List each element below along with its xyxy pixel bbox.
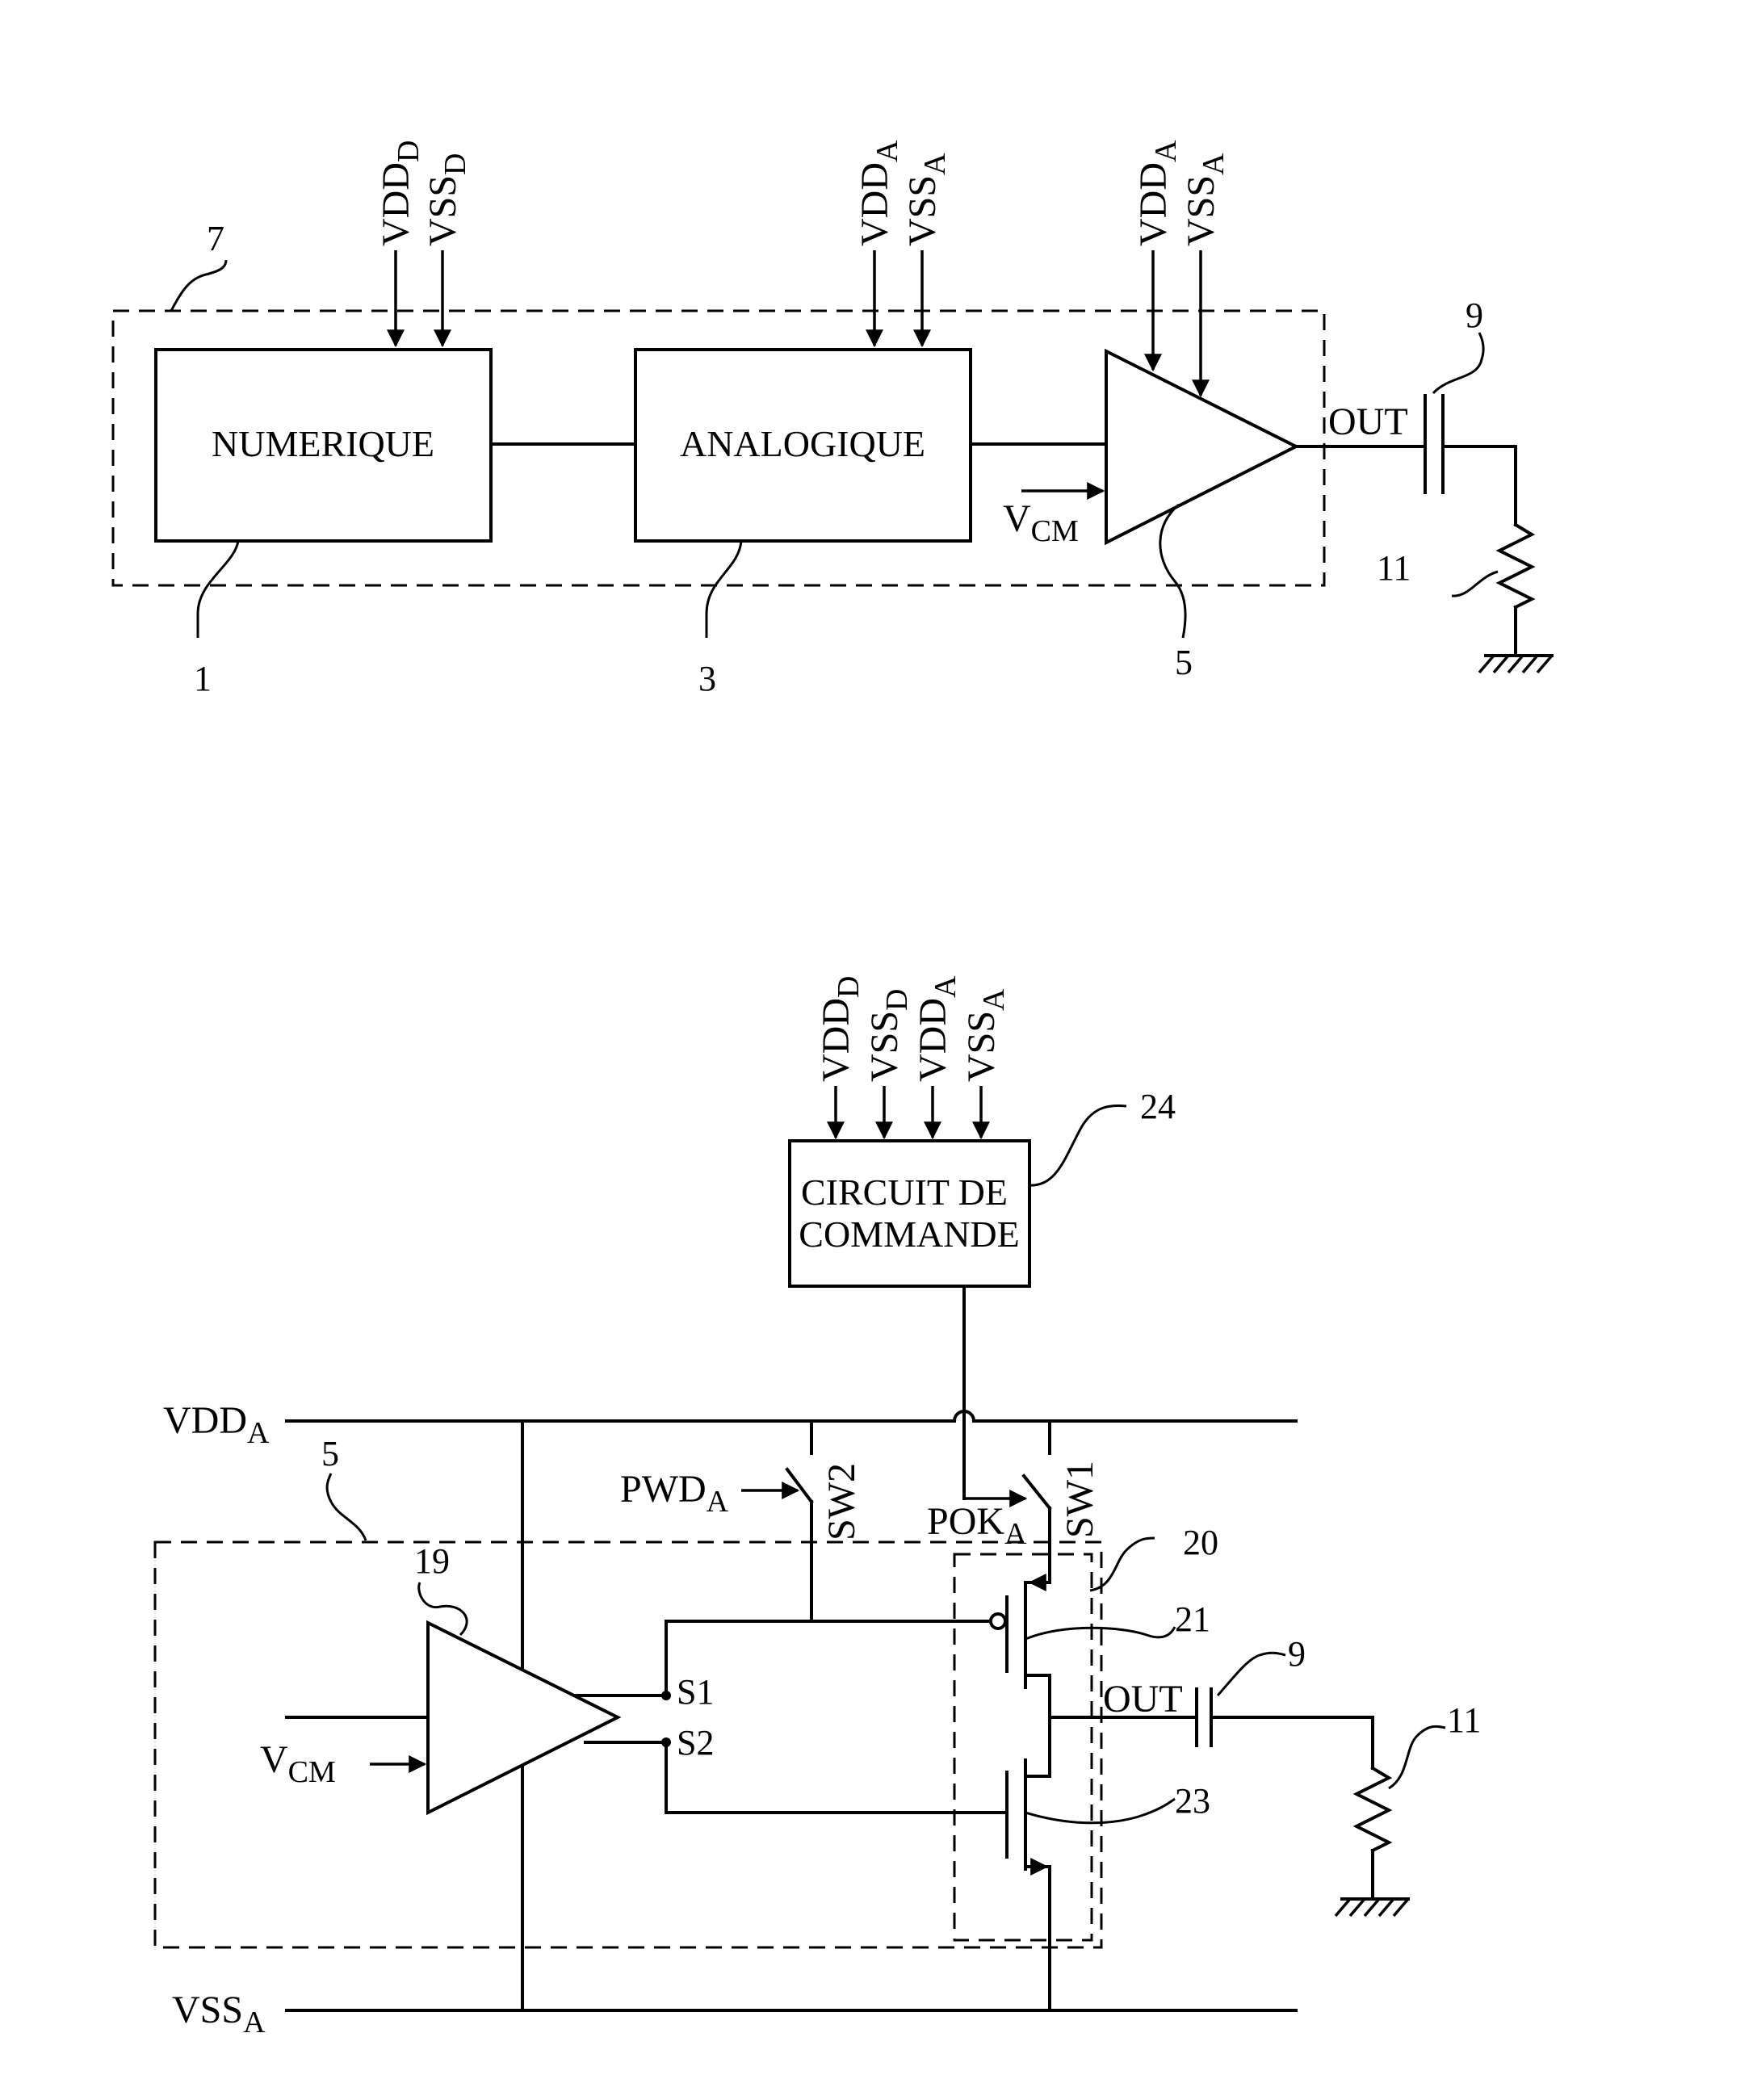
leader-19 <box>419 1582 467 1635</box>
control-circuit-line2: COMMANDE <box>799 1213 1019 1255</box>
ctrl-vssd-label: VSSD <box>863 988 914 1082</box>
leader-9-fig2 <box>1218 1653 1285 1696</box>
dashed-output-stage-20 <box>954 1554 1092 1940</box>
ref-7: 7 <box>207 219 224 258</box>
ground-icon-fig2 <box>1336 1899 1408 1916</box>
nmos-transistor-23 <box>1007 1728 1050 2010</box>
digital-block-label: NUMERIQUE <box>212 423 434 464</box>
leader-11-fig2 <box>1389 1726 1445 1788</box>
leader-1 <box>198 541 238 638</box>
leader-20 <box>1090 1538 1155 1591</box>
resistor-11-fig2 <box>1357 1768 1389 1851</box>
s2-label: S2 <box>677 1723 714 1763</box>
pok-label: POKA <box>927 1500 1027 1551</box>
leader-5 <box>1160 505 1185 638</box>
vdda-label-amp: VDDA <box>1132 140 1183 246</box>
ctrl-vdda-label: VDDA <box>912 975 962 1082</box>
ref-9-fig1: 9 <box>1466 296 1483 335</box>
vssa-rail-label: VSSA <box>172 1989 266 2039</box>
ref-23: 23 <box>1175 1781 1210 1821</box>
ref-24: 24 <box>1140 1087 1176 1126</box>
vssa-label-block3: VSSA <box>901 153 952 246</box>
analog-block-label: ANALOGIQUE <box>680 423 925 464</box>
capacitor-9-fig2 <box>1197 1689 1211 1746</box>
vssd-label: VSSD <box>421 153 472 246</box>
ref-1: 1 <box>194 659 212 698</box>
ref-3: 3 <box>698 659 716 698</box>
vdda-rail-label: VDDA <box>163 1399 270 1450</box>
leader-5-fig2 <box>327 1473 366 1540</box>
capacitor-9-fig1 <box>1425 396 1443 493</box>
out-label-fig1: OUT <box>1328 400 1408 443</box>
ref-5-fig2: 5 <box>321 1434 339 1473</box>
vssa-label-amp: VSSA <box>1180 153 1231 246</box>
pmos-gate-bubble <box>991 1614 1005 1628</box>
dashed-amplifier-box-5 <box>155 1542 1101 1947</box>
resistor-11-fig1 <box>1499 525 1532 607</box>
leader-7 <box>171 260 226 311</box>
ref-19: 19 <box>414 1541 450 1581</box>
leader-3 <box>707 541 741 638</box>
ground-icon-fig1 <box>1479 656 1552 673</box>
out-label-fig2: OUT <box>1103 1678 1183 1721</box>
leader-9-fig1 <box>1433 333 1483 393</box>
s1-label: S1 <box>677 1672 714 1712</box>
figure-2: CIRCUIT DE COMMANDE VDDD VSSD VDDA VSSA … <box>155 975 1481 2039</box>
ctrl-vddd-label: VDDD <box>815 976 866 1082</box>
control-circuit-line1: CIRCUIT DE <box>801 1172 1008 1213</box>
vdda-label-block3: VDDA <box>853 140 904 246</box>
pmos-transistor-21 <box>1007 1574 1050 1728</box>
ref-20: 20 <box>1183 1523 1218 1562</box>
sw2-blade <box>787 1469 811 1502</box>
leader-24 <box>1029 1105 1126 1185</box>
vcm-label-fig2: VCM <box>260 1738 336 1789</box>
ref-11-fig1: 11 <box>1377 548 1411 588</box>
sw2-label: SW2 <box>820 1463 863 1540</box>
ctrl-vssa-label: VSSA <box>960 988 1011 1082</box>
s2-to-nmos-gate <box>666 1742 1005 1813</box>
ref-21: 21 <box>1175 1599 1210 1639</box>
vcm-label: VCM <box>1003 497 1079 548</box>
ref-5: 5 <box>1175 643 1193 682</box>
sw1-label: SW1 <box>1059 1461 1101 1538</box>
pwd-label: PWDA <box>620 1468 729 1519</box>
figure-1: NUMERIQUE ANALOGIQUE VCM VDDD VSSD VDDA … <box>113 140 1552 698</box>
sw1-blade <box>1024 1476 1050 1508</box>
ref-11-fig2: 11 <box>1447 1700 1481 1740</box>
leader-11-fig1 <box>1452 572 1498 596</box>
vddd-label: VDDD <box>375 140 426 246</box>
ref-9-fig2: 9 <box>1288 1634 1306 1674</box>
s1-to-pmos-gate <box>666 1621 992 1696</box>
